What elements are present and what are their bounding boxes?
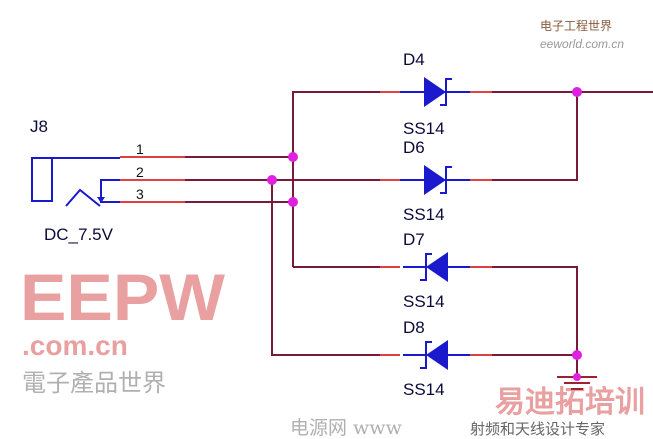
diode-ref: D6 xyxy=(403,138,425,157)
watermark-eeworld: 电子工程世界 eeworld.com.cn xyxy=(540,18,624,51)
watermark-eeworld-cn: 电子工程世界 xyxy=(540,18,612,33)
schottky-diode-icon xyxy=(426,340,448,370)
diode-d4[interactable]: D4 SS14 xyxy=(400,50,470,138)
schottky-diode-icon xyxy=(424,165,446,195)
pin-label-3: 3 xyxy=(136,186,144,202)
junctions xyxy=(267,87,582,381)
schottky-diode-icon xyxy=(426,252,448,282)
pin-label-1: 1 xyxy=(136,141,144,157)
connector-ref: J8 xyxy=(30,117,48,136)
connector-j8[interactable]: J8 DC_7.5V 1 2 3 xyxy=(30,117,144,244)
wires xyxy=(120,91,653,377)
diode-part: SS14 xyxy=(403,292,445,311)
connector-value: DC_7.5V xyxy=(44,225,114,244)
watermark-eepw-cn: 電子產品世界 xyxy=(22,369,166,397)
watermark-eepw: EEPW .com.cn 電子產品世界 xyxy=(20,260,226,397)
diode-d6[interactable]: D6 SS14 xyxy=(400,138,470,224)
watermark-eepw-logo: EEPW xyxy=(20,260,226,334)
watermark-bottom: 易迪拓培训 电源网 www 射频和天线设计专家 xyxy=(290,385,645,439)
diode-ref: D7 xyxy=(403,230,425,249)
watermark-rf-slogan: 射频和天线设计专家 xyxy=(470,420,605,438)
pin-stubs xyxy=(120,91,492,356)
pin-label-2: 2 xyxy=(136,164,144,180)
diode-d8[interactable]: D8 SS14 xyxy=(403,318,470,399)
diode-part: SS14 xyxy=(403,119,445,138)
schottky-diode-icon xyxy=(424,77,446,107)
diode-ref: D4 xyxy=(403,50,425,69)
watermark-eeworld-domain: eeworld.com.cn xyxy=(540,37,624,51)
diode-ref: D8 xyxy=(403,318,425,337)
connector-arrow-icon xyxy=(97,197,105,203)
diode-part: SS14 xyxy=(403,380,445,399)
watermark-dianyuan: 电源网 www xyxy=(290,417,403,439)
diode-part: SS14 xyxy=(403,205,445,224)
watermark-edatop: 易迪拓培训 xyxy=(495,385,645,419)
connector-symbol xyxy=(31,157,120,207)
watermark-eepw-domain: .com.cn xyxy=(22,330,128,361)
diode-d7[interactable]: D7 SS14 xyxy=(403,230,470,311)
